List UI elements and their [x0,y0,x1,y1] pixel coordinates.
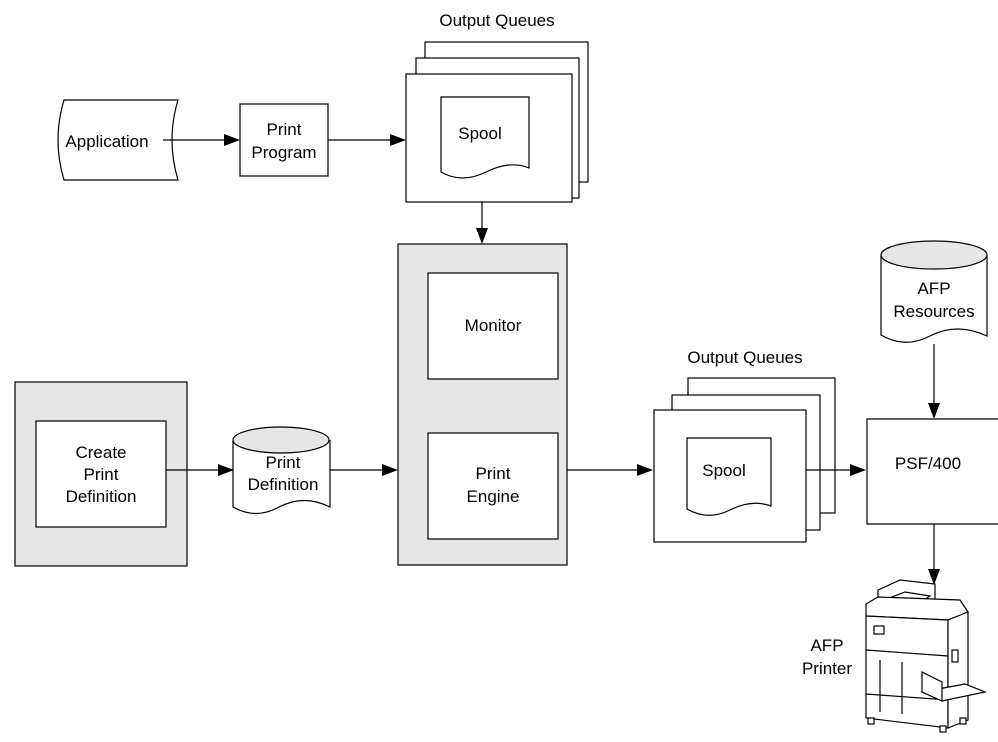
psf400-label: PSF/400 [895,454,961,473]
arrow-psf400-to-printer [928,524,940,585]
psf400-node: PSF/400 [866,418,998,525]
application-node: Application [57,99,179,181]
arrow-print-definition-to-panel [330,464,398,476]
print-definition-database: Print Definition [232,426,331,515]
create-print-definition-line3: Definition [66,487,137,506]
arrow-output-queues-to-psf400 [806,464,866,476]
afp-printer-label-line2: Printer [802,659,852,678]
output-queues-top-title: Output Queues [439,11,554,30]
print-definition-db-line2: Definition [248,475,319,494]
arrow-print-program-to-output-queues [328,134,406,146]
create-print-definition-line2: Print [84,465,119,484]
spool-right-document-icon [686,437,772,516]
arrow-create-to-print-definition [166,464,234,476]
output-queues-top-stack: Spool [405,41,589,203]
monitor-box [427,272,559,380]
arrow-application-to-print-program [163,134,240,146]
print-engine-label-line1: Print [476,464,511,483]
output-queues-right-title: Output Queues [687,348,802,367]
create-print-definition-line1: Create [75,443,126,462]
afp-resources-line2: Resources [893,302,974,321]
afp-resources-database: AFP Resources [880,240,988,343]
print-program-node: Print Program [239,103,329,177]
print-definition-db-line1: Print [266,453,301,472]
afp-resources-line1: AFP [917,279,950,298]
spool-top-document-icon [440,96,530,179]
printer-icon [865,579,988,733]
afp-printer-label-line1: AFP [810,636,843,655]
spool-top-label: Spool [458,124,501,143]
arrow-print-engine-to-output-queues [567,464,653,476]
print-engine-box [427,432,559,540]
print-engine-label-line2: Engine [467,487,520,506]
application-label: Application [65,132,148,151]
spool-right-label: Spool [702,461,745,480]
create-print-definition-panel: Create Print Definition [14,381,188,567]
print-program-label-line1: Print [267,120,302,139]
arrow-afp-resources-to-psf400 [928,344,940,419]
print-program-label-line2: Program [251,143,316,162]
monitor-label: Monitor [465,316,522,335]
processing-panel: Monitor Print Engine [397,243,568,566]
arrow-output-queues-to-monitor [476,202,488,244]
output-queues-right-stack: Spool [653,377,836,543]
